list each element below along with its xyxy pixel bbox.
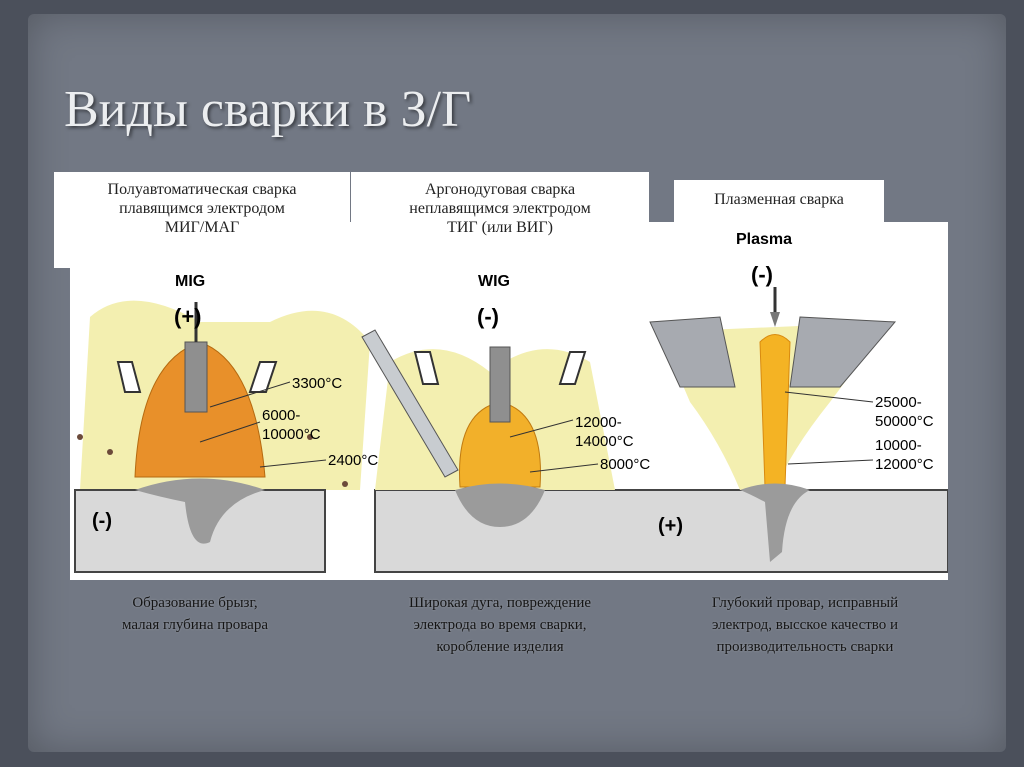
plasma-process: Plasma (-) 25000- 50000°C 10000- 12000°C…	[649, 231, 934, 562]
mig-weld-pool	[135, 478, 265, 544]
plasma-weld-pool	[740, 483, 810, 562]
workpiece-polarity-plus: (+)	[658, 515, 683, 537]
temp-label: 14000°C	[575, 433, 634, 450]
mig-label: MIG	[175, 273, 205, 290]
wig-weld-pool	[455, 483, 545, 527]
wig-label: WIG	[478, 273, 510, 290]
header-mig: Полуавтоматическая сварка плавящимся эле…	[54, 172, 350, 268]
leader-lines	[509, 419, 599, 473]
header-line: неплавящимся электродом	[409, 200, 591, 217]
header-line: Аргонодуговая сварка	[424, 181, 576, 198]
mig-polarity: (+)	[174, 304, 202, 329]
plasma-arc	[759, 334, 791, 488]
caption-line: Глубокий провар, исправный	[711, 595, 899, 611]
header-plasma: Плазменная сварка	[674, 180, 884, 222]
temp-label: 10000-	[875, 437, 922, 454]
wig-nozzle	[413, 351, 587, 385]
temp-label: 50000°C	[875, 413, 934, 430]
caption-line: электрода во время сварки,	[413, 617, 587, 633]
header-line: МИГ/МАГ	[164, 219, 240, 236]
mig-electrode	[184, 341, 208, 413]
caption-line: производительность сварки	[716, 639, 894, 655]
caption-line: Образование брызг,	[132, 595, 258, 611]
wig-polarity: (-)	[477, 304, 499, 329]
mig-nozzle	[116, 361, 278, 393]
header-line: Плазменная сварка	[714, 191, 844, 208]
caption-line: коробление изделия	[436, 639, 564, 655]
caption-tig: Широкая дуга, повреждение электрода во в…	[355, 592, 645, 658]
welding-diagram: MIG (+) 3300°C 6000- 10000°C 2400°C (-) …	[70, 222, 948, 580]
plasma-nozzle	[649, 316, 897, 388]
temp-label: 8000°C	[600, 456, 650, 473]
plasma-electrode-tip	[770, 312, 780, 327]
header-line: ТИГ (или ВИГ)	[447, 219, 553, 236]
header-tig: Аргонодуговая сварка неплавящимся электр…	[351, 172, 649, 250]
caption-mig: Образование брызг, малая глубина провара	[60, 592, 330, 636]
filler-rod	[361, 329, 459, 478]
caption-plasma: Глубокий провар, исправный электрод, выс…	[655, 592, 955, 658]
temp-label: 12000°C	[875, 456, 934, 473]
slide-title: Виды сварки в З/Г	[64, 81, 472, 138]
temp-label: 2400°C	[328, 452, 378, 469]
wig-process: WIG (-) 12000- 14000°C 8000°C	[361, 273, 650, 527]
leader-lines	[199, 381, 327, 468]
plasma-polarity: (-)	[751, 262, 773, 287]
caption-line: малая глубина провара	[122, 617, 268, 633]
leader-lines	[784, 391, 874, 465]
header-line: плавящимся электродом	[119, 200, 285, 217]
mig-process: MIG (+) 3300°C 6000- 10000°C 2400°C	[77, 273, 378, 490]
caption-line: электрод, высское качество и	[711, 617, 899, 633]
plasma-label: Plasma	[736, 231, 792, 248]
temp-label: 10000°C	[262, 426, 321, 443]
wig-electrode	[489, 346, 511, 423]
temp-label: 25000-	[875, 394, 922, 411]
temp-label: 3300°C	[292, 375, 342, 392]
temp-label: 12000-	[575, 414, 622, 431]
spatter	[77, 434, 348, 487]
temp-label: 6000-	[262, 407, 300, 424]
workpiece-polarity-minus: (-)	[92, 510, 112, 532]
header-line: Полуавтоматическая сварка	[107, 181, 297, 198]
caption-line: Широкая дуга, повреждение	[408, 595, 592, 611]
